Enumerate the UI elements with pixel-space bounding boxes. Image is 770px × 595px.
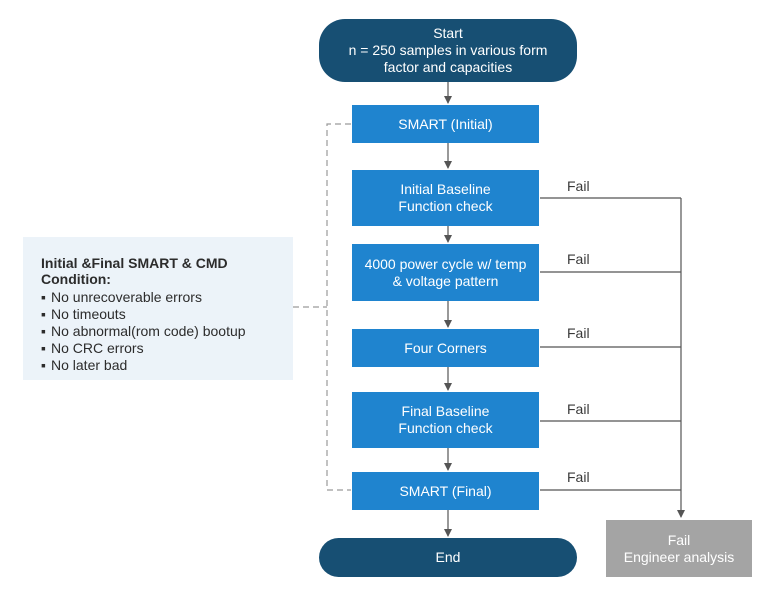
engineer-analysis-box: Fail Engineer analysis <box>606 520 752 577</box>
start-label: Start <box>433 25 463 41</box>
condition-text: No unrecoverable errors <box>51 289 202 305</box>
condition-text: No abnormal(rom code) bootup <box>51 323 246 339</box>
conditions-title: Initial &Final SMART & CMD Condition: <box>41 255 228 287</box>
smart-final-label: SMART (Final) <box>399 482 492 499</box>
fail-label-four-corners: Fail <box>567 325 590 341</box>
condition-text: No CRC errors <box>51 340 144 356</box>
start-node: Start n = 250 samples in various form fa… <box>319 19 577 82</box>
end-label: End <box>435 549 461 565</box>
initial-baseline-line1: Initial Baseline <box>400 181 491 197</box>
condition-item: ▪ No unrecoverable errors <box>41 289 293 306</box>
power-cycle-line1: 4000 power cycle w/ temp <box>364 255 527 272</box>
power-cycle-line2: & voltage pattern <box>392 272 499 289</box>
bullet-icon: ▪ <box>41 323 46 339</box>
smart-initial-step: SMART (Initial) <box>352 105 539 143</box>
initial-baseline-line2: Function check <box>398 198 493 214</box>
fail-label-final-baseline: Fail <box>567 401 590 417</box>
final-baseline-line2: Function check <box>398 420 493 436</box>
fail-label-power-cycle: Fail <box>567 251 590 267</box>
condition-text: No later bad <box>51 357 128 373</box>
final-baseline-line1: Final Baseline <box>401 403 490 419</box>
start-capacity-text: factor and capacities <box>383 59 513 75</box>
condition-item: ▪ No abnormal(rom code) bootup <box>41 323 293 340</box>
condition-item: ▪ No timeouts <box>41 306 293 323</box>
fail-label-smart-final: Fail <box>567 469 590 485</box>
conditions-panel: Initial &Final SMART & CMD Condition: ▪ N… <box>23 237 293 380</box>
final-baseline-step: Final Baseline Function check <box>352 392 539 448</box>
bullet-icon: ▪ <box>41 357 46 373</box>
bullet-icon: ▪ <box>41 306 46 322</box>
bullet-icon: ▪ <box>41 289 46 305</box>
four-corners-label: Four Corners <box>404 339 487 356</box>
engineer-analysis-label: Engineer analysis <box>623 548 735 565</box>
four-corners-step: Four Corners <box>352 329 539 367</box>
fail-label-initial-baseline: Fail <box>567 178 590 194</box>
initial-baseline-step: Initial Baseline Function check <box>352 170 539 226</box>
smart-final-step: SMART (Final) <box>352 472 539 510</box>
engineer-analysis-fail-label: Fail <box>667 531 691 548</box>
start-sample-text: n = 250 samples in various form <box>348 42 548 58</box>
end-node: End <box>319 538 577 577</box>
smart-initial-label: SMART (Initial) <box>398 115 493 132</box>
condition-item: ▪ No later bad <box>41 357 293 374</box>
dashed-condition-bracket <box>326 123 351 491</box>
condition-item: ▪ No CRC errors <box>41 340 293 357</box>
bullet-icon: ▪ <box>41 340 46 356</box>
condition-text: No timeouts <box>51 306 126 322</box>
power-cycle-step: 4000 power cycle w/ temp & voltage patte… <box>352 244 539 301</box>
conditions-list: ▪ No unrecoverable errors ▪ No timeouts ▪ N… <box>41 289 293 374</box>
